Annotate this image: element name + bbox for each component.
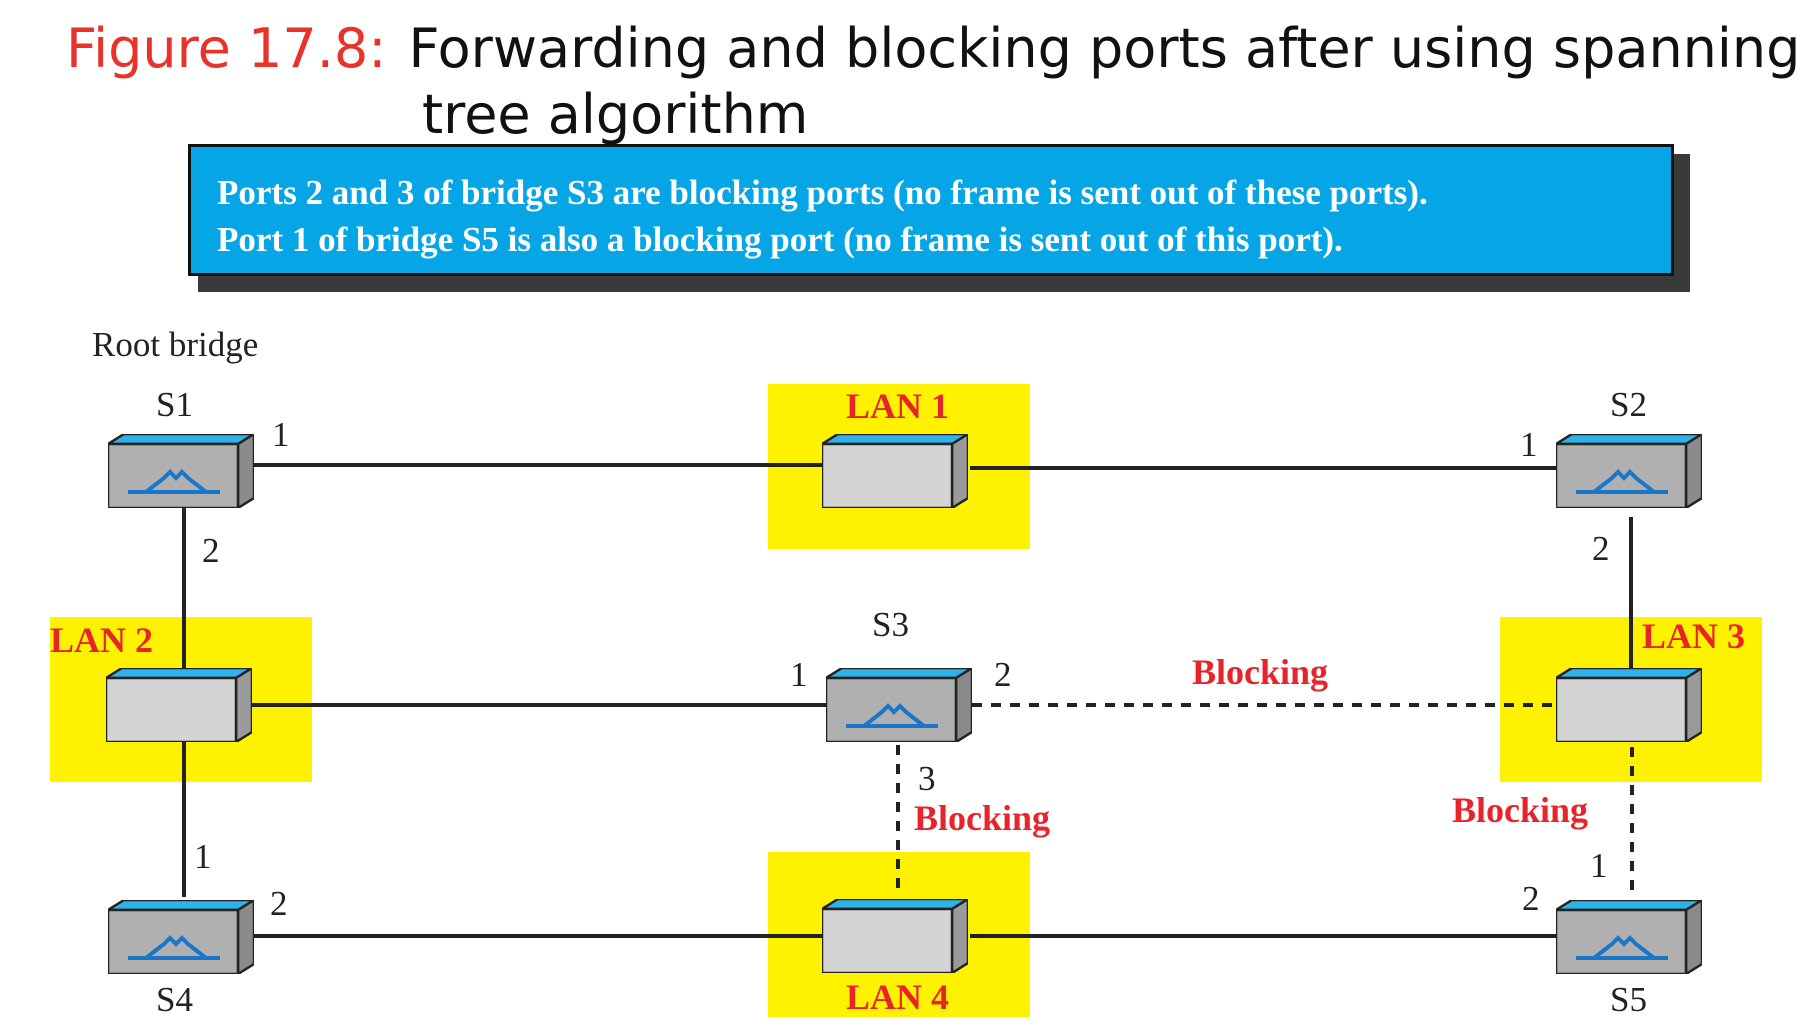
s3-port1-label: 1 — [790, 655, 808, 694]
callout-box: Ports 2 and 3 of bridge S3 are blocking … — [188, 144, 1674, 276]
blocking-label-s3-lan3: Blocking — [1192, 652, 1328, 692]
s3-port3-label: 3 — [918, 759, 936, 798]
bridge-s3 — [826, 668, 972, 742]
root-bridge-label: Root bridge — [92, 325, 258, 364]
bridge-s2 — [1556, 434, 1702, 508]
bridge-s4 — [108, 900, 254, 974]
bridge-s5 — [1556, 900, 1702, 974]
bridge-s3-name: S3 — [872, 605, 909, 644]
lan3-label: LAN 3 — [1642, 616, 1745, 656]
callout-line-2: Port 1 of bridge S5 is also a blocking p… — [217, 220, 1343, 259]
s5-port1-label: 1 — [1590, 846, 1608, 885]
bridge-s1 — [108, 434, 254, 508]
s1-port2-label: 2 — [202, 531, 220, 570]
bridge-s1-name: S1 — [156, 385, 193, 424]
s3-port2-label: 2 — [994, 655, 1012, 694]
lan4-device — [822, 899, 968, 973]
lan1-label: LAN 1 — [846, 386, 949, 426]
s2-port2-label: 2 — [1592, 529, 1610, 568]
s4-port1-label: 1 — [194, 837, 212, 876]
lan2-device — [106, 668, 252, 742]
figure-label: Figure 17.8: — [66, 17, 387, 80]
s1-port1-label: 1 — [272, 415, 290, 454]
s5-port2-label: 2 — [1522, 879, 1540, 918]
bridge-s5-name: S5 — [1610, 980, 1647, 1019]
lan2-label: LAN 2 — [50, 620, 153, 660]
callout-line-1: Ports 2 and 3 of bridge S3 are blocking … — [217, 173, 1428, 212]
lan1-device — [822, 434, 968, 508]
bridge-s4-name: S4 — [156, 980, 193, 1019]
figure-title-line1: Forwarding and blocking ports after usin… — [408, 17, 1801, 80]
lan4-label: LAN 4 — [846, 977, 949, 1017]
s4-port2-label: 2 — [270, 884, 288, 923]
figure-title: Figure 17.8:Forwarding and blocking port… — [66, 22, 1800, 76]
blocking-label-lan3-s5: Blocking — [1452, 790, 1588, 830]
blocking-label-s3-lan4: Blocking — [914, 798, 1050, 838]
s2-port1-label: 1 — [1520, 425, 1538, 464]
figure-title-line2: tree algorithm — [422, 83, 809, 146]
bridge-s2-name: S2 — [1610, 385, 1647, 424]
lan3-device — [1556, 668, 1702, 742]
